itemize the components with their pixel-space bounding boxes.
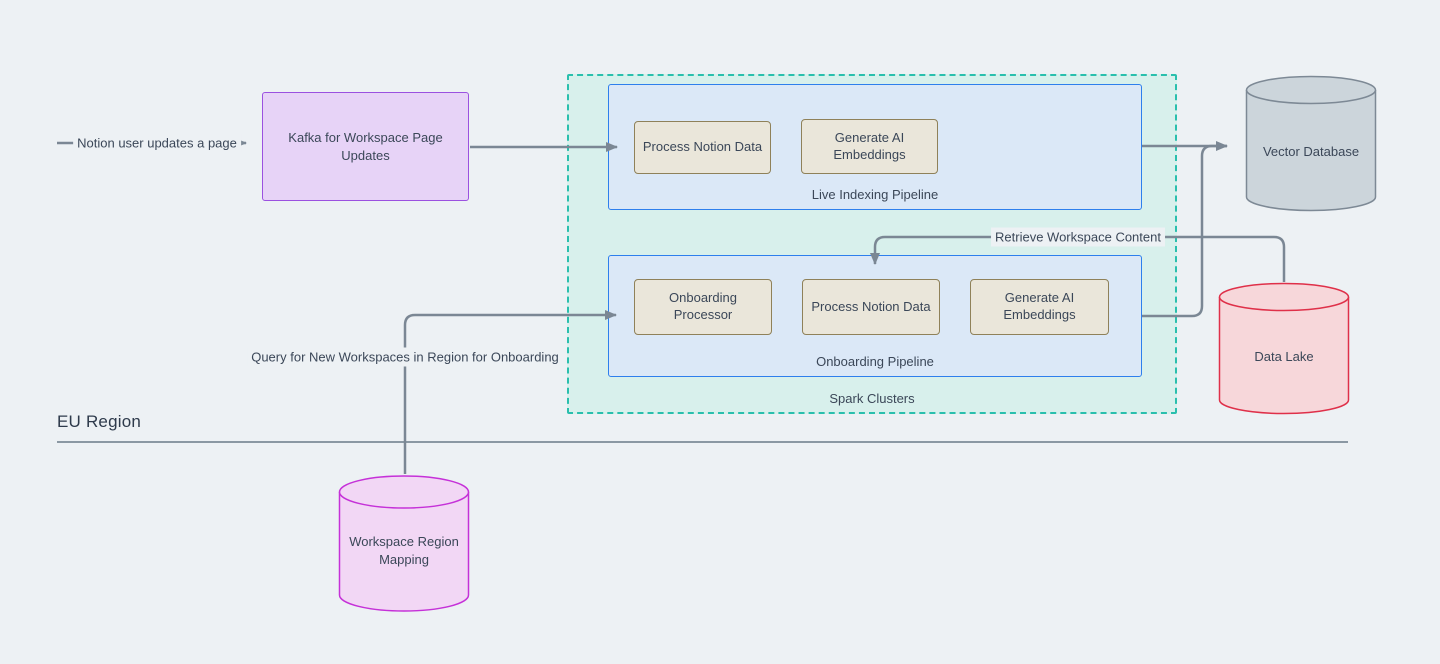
onboarding-process-notion-data-label: Process Notion Data [811, 298, 931, 314]
workspace-region-mapping-node: Workspace Region Mapping [338, 474, 470, 612]
data-lake-label: Data Lake [1254, 348, 1314, 364]
onboarding-process-notion-data-node: Process Notion Data [802, 279, 940, 335]
data-lake-node: Data Lake [1218, 282, 1350, 415]
live-generate-ai-embeddings-node: Generate AI Embeddings [801, 119, 938, 174]
database-cylinder-icon [338, 475, 470, 612]
live-generate-ai-embeddings-label: Generate AI Embeddings [833, 129, 906, 162]
live-process-notion-data-node: Process Notion Data [634, 121, 771, 174]
eu-region-label: EU Region [57, 412, 142, 431]
onboarding-generate-ai-embeddings-label: Generate AI Embeddings [1003, 290, 1076, 322]
database-cylinder-icon [1218, 282, 1350, 415]
eu-region-divider [57, 441, 1348, 443]
live-indexing-pipeline-label: Live Indexing Pipeline [811, 187, 939, 202]
kafka-workspace-updates-node: Kafka for Workspace Page Updates [262, 92, 469, 201]
onboarding-processor-label: Onboarding Processor [669, 290, 737, 322]
edge-label-retrieve-workspace-content: Retrieve Workspace Content [991, 227, 1165, 247]
edge-label-notion-update: Notion user updates a page [73, 133, 241, 153]
database-cylinder-icon [1245, 75, 1377, 212]
live-process-notion-data-label: Process Notion Data [642, 139, 763, 155]
kafka-workspace-updates-label: Kafka for Workspace Page Updates [288, 129, 443, 163]
spark-clusters-label: Spark Clusters [829, 391, 915, 406]
onboarding-processor-node: Onboarding Processor [634, 279, 772, 335]
workspace-region-mapping-label: Workspace Region Mapping [349, 534, 459, 567]
edge-label-query-new-workspaces: Query for New Workspaces in Region for O… [247, 347, 563, 367]
onboarding-pipeline-label: Onboarding Pipeline [816, 354, 934, 369]
vector-database-node: Vector Database [1245, 75, 1377, 212]
vector-database-label: Vector Database [1262, 143, 1360, 159]
onboarding-generate-ai-embeddings-node: Generate AI Embeddings [970, 279, 1109, 335]
